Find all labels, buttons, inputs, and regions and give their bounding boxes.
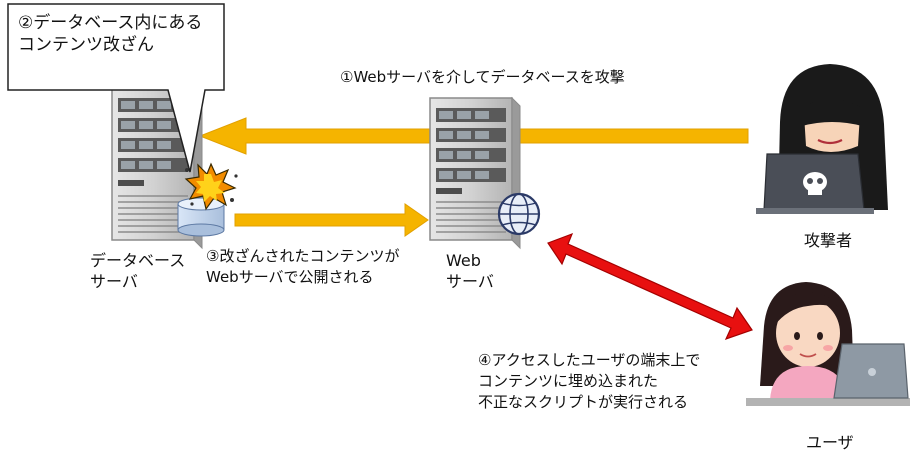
exchange-arrow [547, 232, 753, 341]
step1-text: ①Webサーバを介してデータベースを攻撃 [340, 68, 625, 86]
db-server-label-line-2: サーバ [90, 272, 138, 291]
step4-line-2: コンテンツに埋め込まれた [478, 372, 659, 390]
web-server-label-line-2: サーバ [446, 272, 494, 291]
database-icon [177, 197, 225, 237]
step1-label: ①Webサーバを介してデータベースを攻撃 [340, 67, 625, 88]
step4-line-3: 不正なスクリプトが実行される [478, 393, 689, 411]
attacker-label: 攻撃者 [804, 230, 852, 251]
step3-label: ③改ざんされたコンテンツが Webサーバで公開される [206, 246, 399, 288]
publish-arrow [234, 203, 429, 237]
db-server-label: データベース サーバ [90, 250, 185, 292]
skull-icon [803, 172, 827, 195]
user-label: ユーザ [806, 432, 854, 453]
web-server-label: Web サーバ [446, 250, 494, 292]
explosion-icon [184, 162, 238, 211]
user-label-text: ユーザ [806, 433, 854, 452]
step3-line-1: ③改ざんされたコンテンツが [206, 247, 400, 265]
web-server-label-line-1: Web [446, 251, 481, 270]
step3-line-2: Webサーバで公開される [206, 268, 374, 286]
step4-line-1: ④アクセスしたユーザの端末上で [478, 351, 701, 369]
globe-icon [497, 192, 541, 236]
attacker-label-text: 攻撃者 [804, 231, 853, 250]
attacker-icon [756, 64, 888, 214]
step4-label: ④アクセスしたユーザの端末上で コンテンツに埋め込まれた 不正なスクリプトが実行… [478, 350, 700, 413]
callout-text: ②データベース内にある コンテンツ改ざん [18, 12, 202, 56]
callout-line-2: コンテンツ改ざん [18, 35, 154, 55]
user-icon [746, 282, 910, 406]
db-server-label-line-1: データベース [90, 251, 186, 270]
callout-box [7, 3, 225, 173]
callout-line-1: ②データベース内にある [18, 13, 203, 33]
laptop-icon [833, 343, 909, 399]
